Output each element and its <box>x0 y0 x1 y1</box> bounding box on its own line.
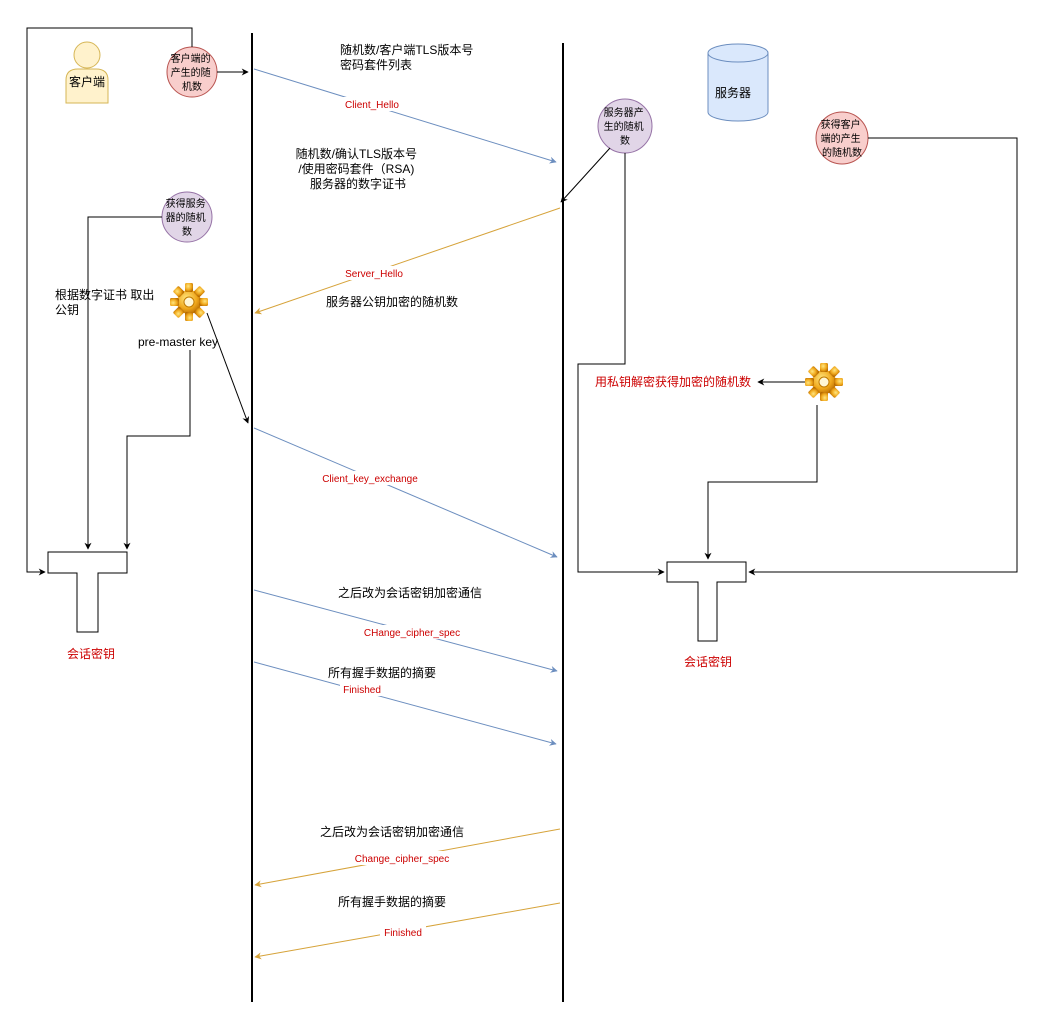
bubble-line: 机数 <box>182 80 202 93</box>
svg-text:服务器产 生的随机 数: 服务器产 生的随机 数 <box>604 106 647 147</box>
svg-text:获得服务 器的随机 数: 获得服务 器的随机 数 <box>166 197 209 238</box>
client-hello-description: 随机数/客户端TLS版本号 密码套件列表 <box>340 42 477 72</box>
encrypted-random-note: 服务器公钥加密的随机数 <box>326 294 458 309</box>
client-actor-label: 客户端 <box>69 74 105 89</box>
change-cipher-spec-1-label: CHange_cipher_spec <box>364 628 460 639</box>
server-hello-description: 随机数/确认TLS版本号 /使用密码套件（RSA) 服务器的数字证书 <box>296 146 421 191</box>
server-random-client-bubble: 获得服务 器的随机 数 <box>161 191 213 243</box>
pre-master-key-label: pre-master key <box>138 335 218 349</box>
finished-1-label-group: Finished <box>340 682 384 696</box>
connector-server-random-to-session-key <box>577 153 665 576</box>
note-line: /使用密码套件（RSA) <box>298 161 414 176</box>
client-hello-arrow <box>253 68 557 164</box>
bubble-line: 服务器产 <box>604 106 644 119</box>
connector-client-random-to-session-key <box>26 27 193 576</box>
svg-text:获得客户 端的产生 的随机数: 获得客户 端的产生 的随机数 <box>821 118 864 159</box>
client-key-exchange-label-group: Client_key_exchange <box>314 471 426 485</box>
finished-2-label: Finished <box>384 928 422 939</box>
client-random-bubble: 客户端的 产生的随 机数 <box>166 46 218 98</box>
gear-icon <box>804 362 844 402</box>
client-key-exchange-label: Client_key_exchange <box>322 474 418 485</box>
change-cipher-spec-2-label-group: Change_cipher_spec <box>346 851 458 865</box>
svg-text:客户端的 产生的随 机数: 客户端的 产生的随 机数 <box>171 52 214 93</box>
server-hello-label-group: Server_Hello <box>338 266 412 280</box>
client-actor: 客户端 <box>65 41 109 104</box>
client-hello-label: Client_Hello <box>345 100 399 111</box>
bubble-line: 获得客户 <box>821 118 861 131</box>
switch-encrypt-note-2: 之后改为会话密钥加密通信 <box>320 824 464 839</box>
server-hello-arrow <box>254 207 561 315</box>
note-line: 随机数/确认TLS版本号 <box>296 146 417 161</box>
client-session-key-shape <box>47 551 128 633</box>
client-random-server-bubble: 获得客户 端的产生 的随机数 <box>815 111 869 165</box>
server-database: 服务器 <box>707 43 769 122</box>
bubble-line: 生的随机 <box>604 120 644 133</box>
database-icon <box>707 43 769 122</box>
bubble-line: 数 <box>620 134 630 147</box>
bubble-line: 的随机数 <box>822 146 862 159</box>
client-session-key-label: 会话密钥 <box>67 646 115 661</box>
gear-icon <box>169 282 209 322</box>
server-hello-label: Server_Hello <box>345 269 403 280</box>
switch-encrypt-note-1: 之后改为会话密钥加密通信 <box>338 585 482 600</box>
bubble-line: 客户端的 <box>171 52 211 65</box>
bubble-line: 数 <box>182 225 192 238</box>
bubble-line: 产生的随 <box>171 66 211 79</box>
person-icon <box>65 41 109 104</box>
connector-premaster-to-session-key <box>123 350 191 550</box>
bubble-line: 获得服务 <box>166 197 206 210</box>
note-line: 服务器的数字证书 <box>310 176 406 191</box>
connector-client-random-to-server-session-key <box>748 137 1018 576</box>
server-db-label: 服务器 <box>715 85 751 100</box>
handshake-digest-note-1: 所有握手数据的摘要 <box>328 665 436 680</box>
connector-premaster-to-lifeline <box>206 312 250 424</box>
server-session-key-label: 会话密钥 <box>684 654 732 669</box>
connector-server-random-to-lifeline <box>560 147 611 203</box>
decrypt-random-note: 用私钥解密获得加密的随机数 <box>595 374 751 389</box>
note-line: 根据数字证书 取出 <box>55 287 154 302</box>
change-cipher-spec-2-label: Change_cipher_spec <box>355 854 450 865</box>
finished-1-label: Finished <box>343 685 381 696</box>
connector-server-random-to-session-key <box>84 216 162 550</box>
finished-1-arrow <box>253 661 557 746</box>
bubble-line: 器的随机 <box>166 211 206 224</box>
client-key-exchange-arrow <box>253 427 558 558</box>
connector-gear-to-server-session-key <box>704 405 818 560</box>
server-random-bubble: 服务器产 生的随机 数 <box>597 98 653 154</box>
finished-2-label-group: Finished <box>380 925 426 939</box>
handshake-digest-note-2: 所有握手数据的摘要 <box>338 894 446 909</box>
note-line: 随机数/客户端TLS版本号 <box>340 42 473 57</box>
change-cipher-spec-1-label-group: CHange_cipher_spec <box>356 625 468 639</box>
note-line: 公钥 <box>55 303 79 317</box>
note-line: 密码套件列表 <box>340 57 412 72</box>
connectors <box>26 27 1018 576</box>
extract-pubkey-note: 根据数字证书 取出 公钥 <box>55 287 158 317</box>
client-hello-label-group: Client_Hello <box>334 97 412 111</box>
server-session-key-shape <box>666 561 747 642</box>
bubble-line: 端的产生 <box>821 132 861 145</box>
